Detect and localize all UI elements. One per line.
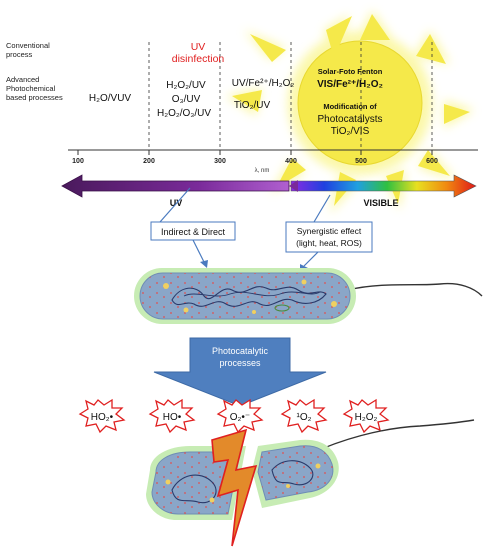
sun-illustration [226,10,474,214]
photocatalytic-text-1: Photocatalytic [212,346,269,356]
svg-text:¹O₂: ¹O₂ [297,412,312,423]
conventional-label-2: process [6,50,33,59]
process-uv-fe-h2o2: UV/Fe²⁺/H₂O₂ [232,78,295,89]
uv-spectrum-arrow [61,174,290,198]
tick-label-300: 300 [214,158,226,165]
indirect-direct-text: Indirect & Direct [161,227,226,237]
photocatalytic-arrow: Photocatalytic processes [153,337,327,407]
synergistic-text-2: (light, heat, ROS) [296,238,362,248]
visible-label: VISIBLE [363,198,398,208]
indirect-direct-callout: Indirect & Direct [150,221,236,241]
advanced-label-3: based processes [6,93,63,102]
lightning-bolt-icon [211,428,258,547]
granule [163,283,169,289]
synergistic-pointer-line [313,194,331,223]
tick-label-100: 100 [72,158,84,165]
uv-disinfection-line1: UV [191,41,206,53]
process-photocatalysts: Photocatalysts [317,114,382,125]
indirect-pointer-line [159,187,191,223]
solar-fenton-title: Solar-Foto Fenton [318,67,383,76]
cell-fragment-left [146,446,246,520]
wavelength-dividers [148,42,433,150]
svg-text:HO₂•: HO₂• [91,412,114,423]
cytoplasm-dots [140,273,350,319]
bacterium-damaged [146,419,475,520]
synergistic-callout: Synergistic effect (light, heat, ROS) [285,221,373,253]
visible-spectrum-arrow [289,174,477,198]
tick-label-600: 600 [426,158,438,165]
process-tio2-uv: TiO₂/UV [234,100,271,111]
process-vis-fe-h2o2: VIS/Fe²⁺/H₂O₂ [317,79,383,90]
svg-text:O₂•⁻: O₂•⁻ [230,412,250,423]
dna-coil [171,286,327,307]
process-h2o-vuv: H₂O/VUV [89,93,132,104]
process-h2o2-uv: H₂O₂/UV [166,80,206,91]
ros-burst-singlet-oxygen: ¹O₂ [280,398,328,434]
tick-label-200: 200 [143,158,155,165]
conventional-label-1: Conventional [6,41,50,50]
modification-title: Modification of [323,102,377,111]
ribosome [274,304,290,312]
ros-burst-h2o2: H₂O₂ [342,398,390,434]
ros-burst-o2-radical: O₂•⁻ [216,398,264,434]
wavelength-axis: 100 200 300 400 500 600 λ, nm [68,149,478,174]
svg-text:HO•: HO• [163,412,182,423]
ros-burst-ho: HO• [148,398,196,434]
ros-burst-ho2: HO₂• [78,398,126,434]
process-h2o2-o3-uv: H₂O₂/O₃/UV [157,108,211,119]
flagellum-damaged [309,419,475,455]
tick-label-500: 500 [355,158,367,165]
tick-label-400: 400 [285,158,297,165]
cell-fragment-right [252,439,339,508]
axis-label: λ, nm [255,168,270,174]
advanced-label-2: Photochemical [6,84,56,93]
ros-starbursts: HO₂• HO• O₂•⁻ ¹O₂ H₂O₂ [78,398,390,434]
advanced-label-1: Advanced [6,75,39,84]
uv-disinfection-line2: disinfection [172,53,225,65]
process-o3-uv: O₃/UV [172,94,201,105]
photocatalytic-text-2: processes [219,358,261,368]
bacterium-intact [134,268,483,324]
synergistic-text-1: Synergistic effect [297,226,362,236]
flagellum [347,282,483,297]
indirect-arrow [192,239,208,268]
svg-text:H₂O₂: H₂O₂ [355,412,378,423]
process-tio2-vis: TiO₂/VIS [331,126,370,137]
